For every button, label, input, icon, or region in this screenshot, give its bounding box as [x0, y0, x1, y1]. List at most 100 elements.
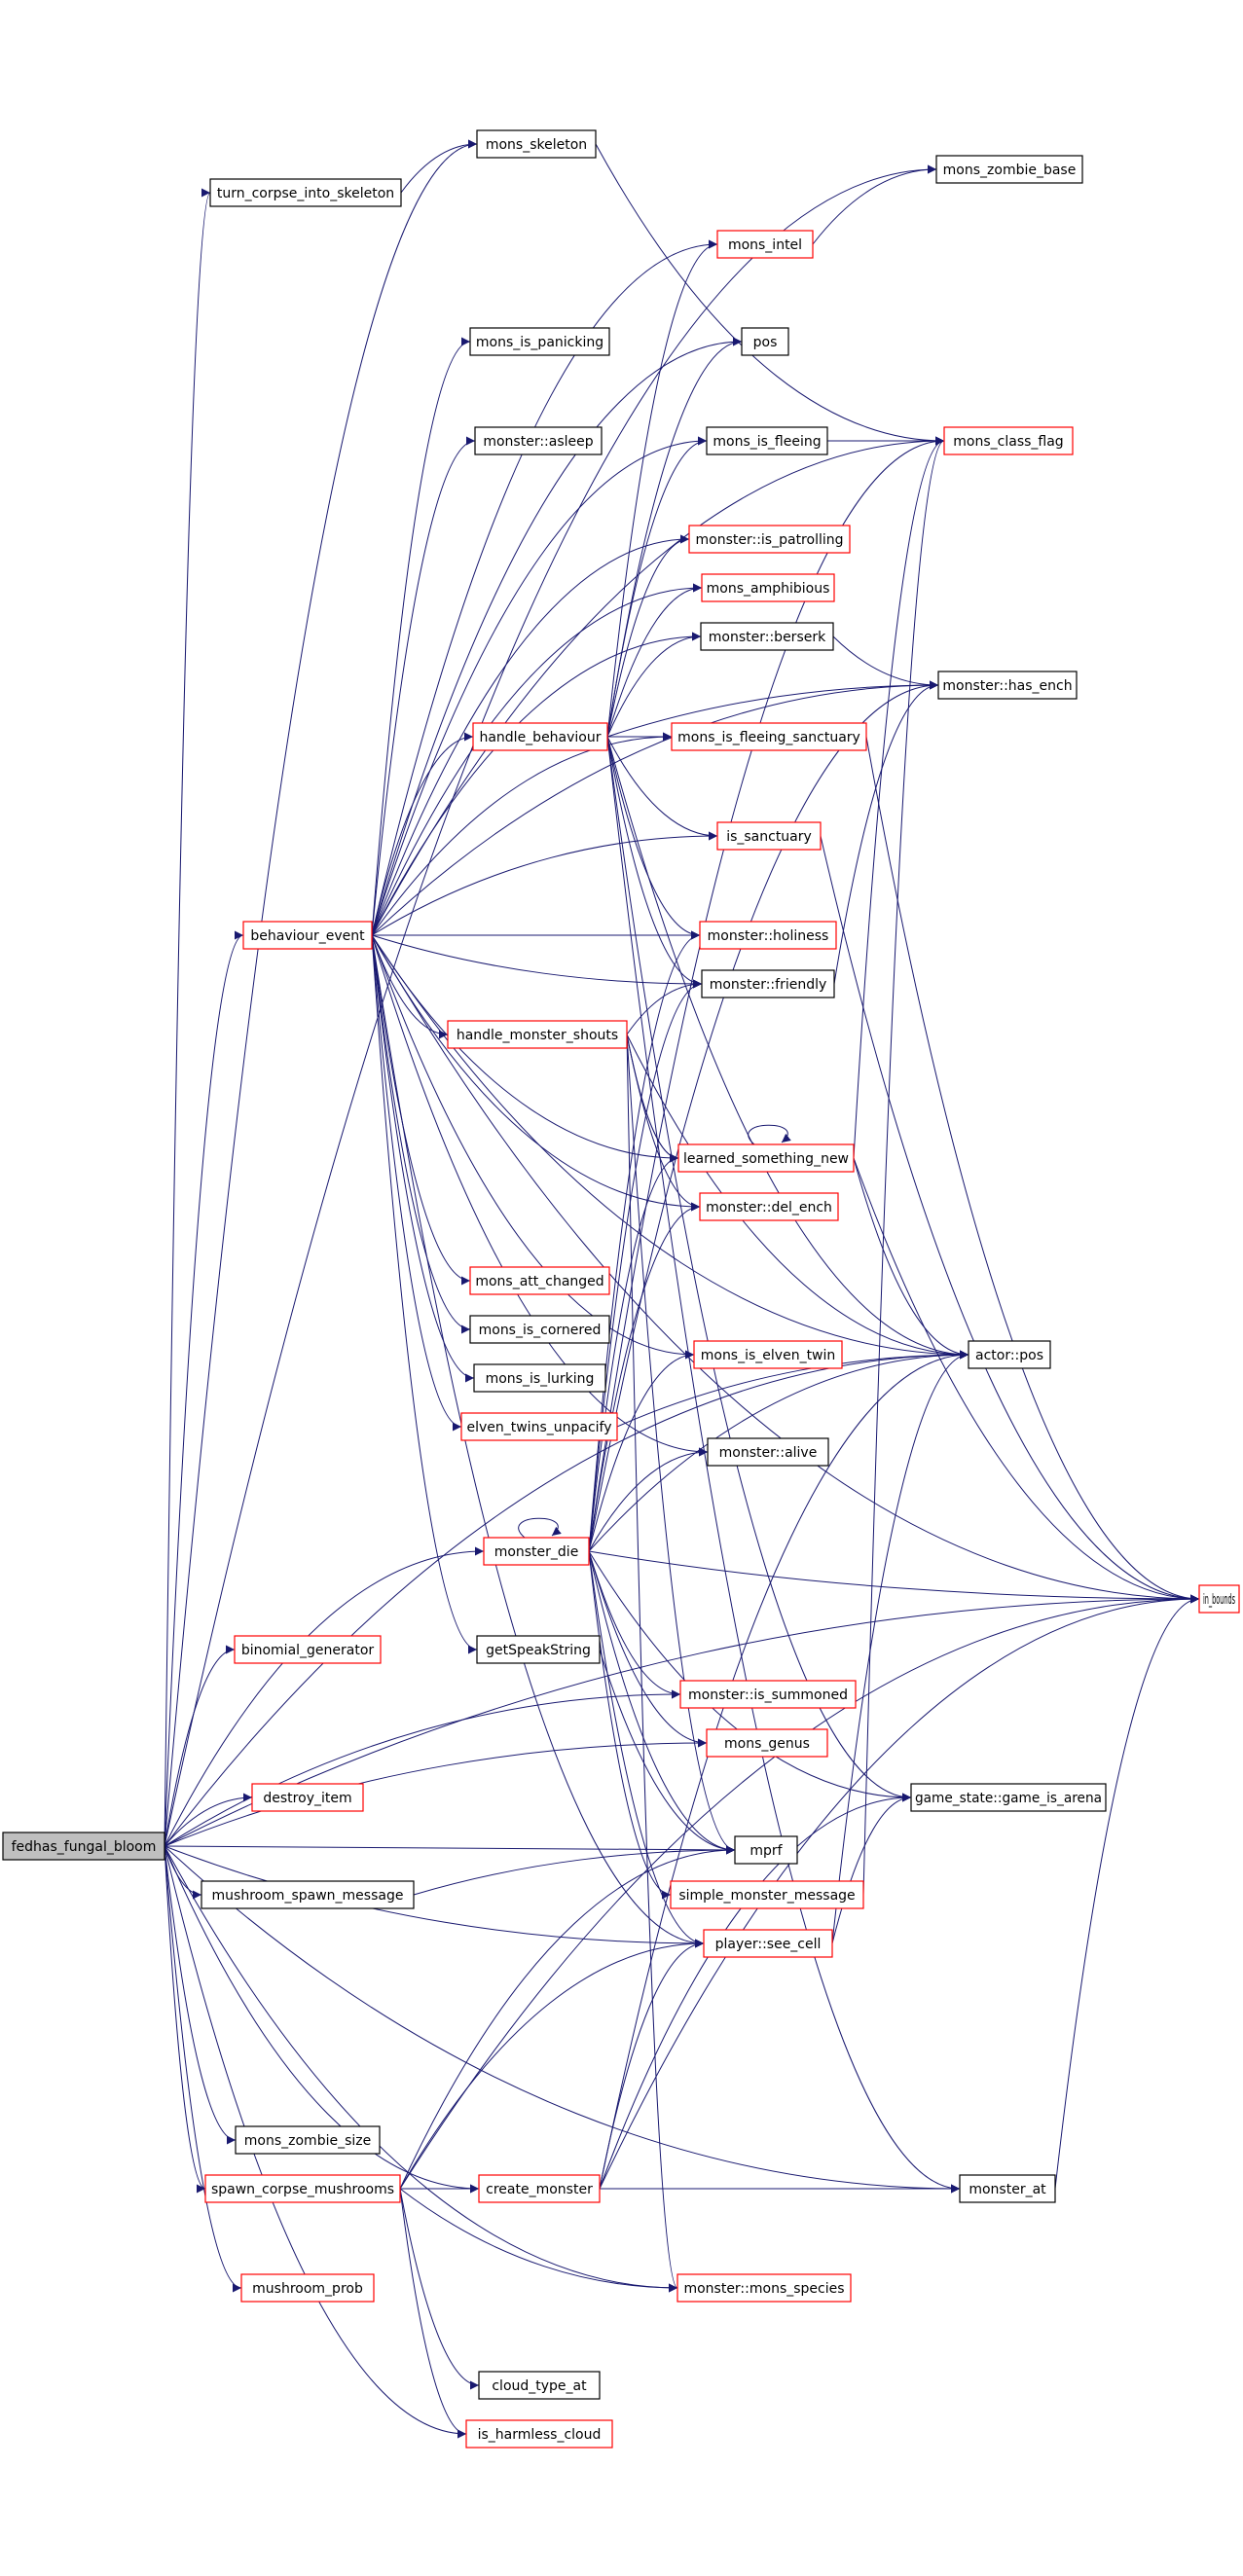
node-handle-monster-shouts[interactable]: handle_monster_shouts: [447, 1020, 628, 1049]
node-monster-is-patrolling[interactable]: monster::is_patrolling: [688, 525, 851, 554]
edge-fedhas_fungal_bloom-to-monster_is_summoned: [164, 1689, 681, 1847]
node-box: [741, 327, 789, 356]
node-create-monster[interactable]: create_monster: [478, 2174, 601, 2203]
edge-is_sanctuary-to-in_bounds: [820, 835, 1200, 1604]
edge-fedhas_fungal_bloom-to-mons_zombie_base: [164, 164, 937, 1847]
node-box: [699, 921, 837, 950]
node-spawn-corpse-mushrooms[interactable]: spawn_corpse_mushrooms: [204, 2174, 401, 2203]
node-box: [474, 426, 603, 455]
node-box: [201, 1880, 415, 1909]
node-monster-is-summoned[interactable]: monster::is_summoned: [679, 1680, 857, 1709]
node-is-sanctuary[interactable]: is_sanctuary: [716, 821, 822, 851]
node-label: handle_behaviour: [479, 730, 601, 745]
edge-fedhas_fungal_bloom-to-mons_genus: [164, 1738, 708, 1847]
node-monster-berserk[interactable]: monster::berserk: [700, 622, 834, 651]
node-box: [707, 1437, 829, 1467]
edge-behaviour_event-to-actor_pos: [371, 934, 969, 1360]
node-mons-class-flag[interactable]: mons_class_flag: [943, 426, 1074, 455]
edge-spawn_corpse_mushrooms-to-monster_mons_species: [399, 2188, 678, 2293]
node-mons-is-elven-twin[interactable]: mons_is_elven_twin: [693, 1340, 843, 1369]
edge-line: [371, 934, 679, 1163]
node-monster-friendly[interactable]: monster::friendly: [701, 969, 835, 998]
node-mons-is-panicking[interactable]: mons_is_panicking: [469, 327, 610, 356]
edge-line: [1054, 1594, 1200, 2190]
node-label: mons_is_elven_twin: [701, 1348, 836, 1363]
edge-fedhas_fungal_bloom-to-behaviour_event: [164, 930, 244, 1847]
node-box: [716, 230, 814, 259]
node-simple-monster-message[interactable]: simple_monster_message: [670, 1880, 864, 1909]
node-mons-skeleton[interactable]: mons_skeleton: [476, 129, 597, 159]
edge-line: [599, 1649, 736, 1855]
node-mons-genus[interactable]: mons_genus: [706, 1728, 828, 1758]
node-box: [701, 573, 835, 602]
node-label: monster::asleep: [483, 434, 593, 450]
node-mushroom-spawn-message[interactable]: mushroom_spawn_message: [201, 1880, 415, 1909]
edge-handle_monster_shouts-to-monster_mons_species: [626, 1034, 678, 2293]
node-is-harmless-cloud[interactable]: is_harmless_cloud: [465, 2419, 613, 2449]
node-box: [478, 2174, 601, 2203]
node-getSpeakString[interactable]: getSpeakString: [476, 1635, 601, 1664]
node-box: [699, 1192, 839, 1221]
node-label: destroy_item: [263, 1791, 351, 1806]
node-label: turn_corpse_into_skeleton: [217, 186, 394, 201]
node-box: [234, 1635, 382, 1664]
edge-monster_die-to-mprf: [588, 1550, 736, 1855]
edge-line: [371, 732, 474, 936]
node-in-bounds[interactable]: in_bounds: [1198, 1584, 1240, 1614]
node-monster-del-ench[interactable]: monster::del_ench: [699, 1192, 839, 1221]
node-mprf[interactable]: mprf: [734, 1835, 798, 1865]
node-box: [240, 2273, 375, 2303]
node-monster-holiness[interactable]: monster::holiness: [699, 921, 837, 950]
node-box: [671, 722, 867, 751]
node-destroy-item[interactable]: destroy_item: [251, 1783, 364, 1812]
edge-behaviour_event-to-elven_twins_unpacify: [371, 934, 462, 1432]
node-mushroom-prob[interactable]: mushroom_prob: [240, 2273, 375, 2303]
edge-line: [399, 2188, 480, 2390]
edge-line: [371, 934, 471, 1286]
node-pos[interactable]: pos: [741, 327, 789, 356]
node-monster-at[interactable]: monster_at: [959, 2174, 1056, 2203]
node-binomial-generator[interactable]: binomial_generator: [234, 1635, 382, 1664]
node-cloud-type-at[interactable]: cloud_type_at: [478, 2371, 601, 2400]
node-mons-is-fleeing[interactable]: mons_is_fleeing: [706, 426, 828, 455]
node-monster-die[interactable]: monster_die: [483, 1537, 590, 1566]
node-turn-corpse-into-skeleton[interactable]: turn_corpse_into_skeleton: [209, 178, 402, 207]
edge-fedhas_fungal_bloom-to-in_bounds: [164, 1594, 1200, 1847]
edge-line: [164, 1738, 708, 1847]
node-mons-att-changed[interactable]: mons_att_changed: [469, 1266, 610, 1295]
node-mons-is-lurking[interactable]: mons_is_lurking: [473, 1363, 606, 1393]
edge-behaviour_event-to-learned_something_new: [371, 934, 679, 1163]
node-mons-is-fleeing-sanctuary[interactable]: mons_is_fleeing_sanctuary: [671, 722, 867, 751]
node-actor-pos[interactable]: actor::pos: [968, 1340, 1051, 1369]
node-monster-alive[interactable]: monster::alive: [707, 1437, 829, 1467]
node-monster-mons-species[interactable]: monster::mons_species: [676, 2273, 852, 2303]
node-label: monster::del_ench: [706, 1200, 832, 1215]
node-mons-intel[interactable]: mons_intel: [716, 230, 814, 259]
edge-line: [588, 1202, 701, 1552]
node-label: mons_is_fleeing_sanctuary: [677, 730, 860, 745]
node-mons-zombie-size[interactable]: mons_zombie_size: [235, 2125, 381, 2155]
edge-line: [588, 1550, 736, 1855]
edge-monster_die-to-actor_pos: [588, 1350, 969, 1552]
node-fedhas-fungal-bloom[interactable]: fedhas_fungal_bloom: [2, 1832, 165, 1861]
edge-spawn_corpse_mushrooms-to-cloud_type_at: [399, 2188, 480, 2390]
node-behaviour-event[interactable]: behaviour_event: [242, 921, 373, 950]
node-game-state-game-is-arena[interactable]: game_state::game_is_arena: [910, 1783, 1107, 1812]
edge-behaviour_event-to-is_sanctuary: [371, 831, 718, 936]
node-elven-twins-unpacify[interactable]: elven_twins_unpacify: [460, 1412, 618, 1441]
node-label: pos: [753, 335, 778, 350]
node-mons-amphibious[interactable]: mons_amphibious: [701, 573, 835, 602]
edge-line: [606, 736, 718, 841]
edge-line: [588, 1550, 681, 1699]
edge-create_monster-to-actor_pos: [599, 1350, 969, 2190]
node-monster-has-ench[interactable]: monster::has_ench: [937, 671, 1078, 700]
node-mons-zombie-base[interactable]: mons_zombie_base: [935, 155, 1083, 184]
edge-handle_behaviour-to-monster_at: [606, 736, 961, 2194]
node-monster-asleep[interactable]: monster::asleep: [474, 426, 603, 455]
edge-line: [164, 1845, 480, 2194]
node-handle-behaviour[interactable]: handle_behaviour: [472, 722, 608, 751]
node-learned-something-new[interactable]: learned_something_new: [677, 1143, 855, 1173]
node-player-see-cell[interactable]: player::see_cell: [703, 1929, 833, 1958]
node-mons-is-cornered[interactable]: mons_is_cornered: [469, 1315, 610, 1344]
